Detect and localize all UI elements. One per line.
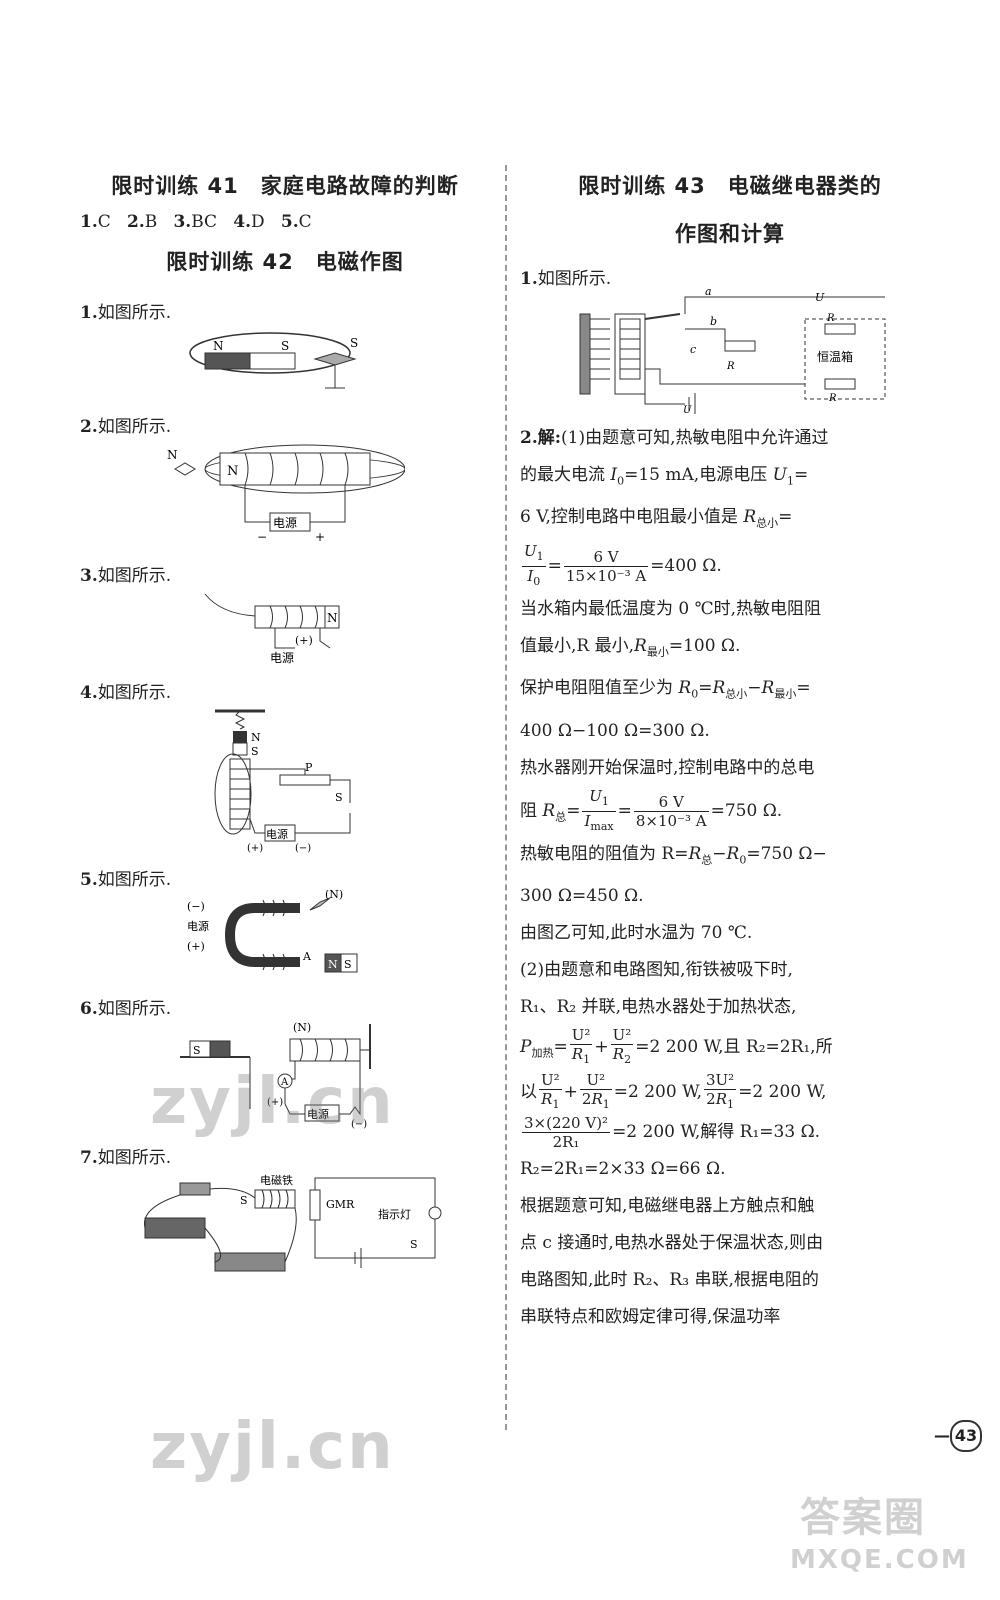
- item-4: 4.如图所示.: [80, 683, 172, 703]
- svg-text:电磁铁: 电磁铁: [260, 1174, 293, 1187]
- figure-43-1: a U b c R 恒温箱 R R U: [579, 289, 886, 414]
- svg-text:N: N: [251, 731, 261, 744]
- svg-text:b: b: [710, 315, 717, 328]
- svg-text:N: N: [328, 958, 338, 971]
- svg-text:U: U: [815, 291, 825, 304]
- figure-2: N N 电源 − +: [167, 444, 405, 544]
- svg-text:电源: 电源: [266, 827, 288, 841]
- figure-5: (−) 电源 (+) (N) A N S: [187, 890, 358, 973]
- svg-text:S: S: [281, 339, 289, 353]
- svg-text:N: N: [213, 339, 224, 353]
- svg-text:c: c: [690, 343, 696, 356]
- section-title-42: 限时训练 42 电磁作图: [166, 250, 404, 274]
- item-2: 2.如图所示.: [80, 417, 172, 437]
- svg-text:(+): (+): [187, 940, 205, 953]
- section-title-43-cont: 作图和计算: [675, 222, 785, 246]
- figure-7: 电磁铁 S GMR 指示灯 S: [143, 1174, 442, 1272]
- watermark-logo: 答案圈: [800, 1495, 926, 1541]
- solution-2: 2.解:(1)由题意可知,热敏电阻中允许通过 的最大电流 I0=15 mA,电源…: [520, 428, 833, 1328]
- svg-text:S: S: [251, 745, 259, 758]
- svg-text:(+): (+): [295, 634, 313, 647]
- svg-text:电源: 电源: [270, 651, 294, 665]
- svg-text:R: R: [828, 393, 837, 404]
- right-column: 限时训练 43 电磁继电器类的 作图和计算 1.如图所示. a U b c R …: [520, 160, 940, 1336]
- svg-text:R: R: [826, 313, 835, 324]
- svg-text:S: S: [410, 1238, 418, 1251]
- svg-text:恒温箱: 恒温箱: [817, 349, 853, 364]
- item-7: 7.如图所示.: [80, 1148, 172, 1168]
- svg-text:(N): (N): [293, 1021, 311, 1034]
- svg-text:S: S: [193, 1044, 201, 1057]
- svg-text:电源: 电源: [307, 1107, 329, 1121]
- svg-text:−: −: [257, 530, 267, 544]
- section-title-41: 限时训练 41 家庭电路故障的判断: [111, 174, 459, 198]
- svg-text:(−): (−): [351, 1119, 367, 1129]
- watermark: zyjl.cn: [150, 1065, 395, 1139]
- svg-text:P: P: [305, 761, 313, 774]
- item-5: 5.如图所示.: [80, 870, 172, 890]
- svg-text:(−): (−): [295, 843, 311, 853]
- svg-text:(+): (+): [247, 843, 263, 853]
- svg-text:(N): (N): [325, 890, 343, 901]
- svg-text:+: +: [315, 530, 325, 544]
- svg-text:S: S: [335, 791, 343, 804]
- svg-text:电源: 电源: [273, 516, 297, 530]
- figure-4: N S P S 电源 (+) (−): [214, 709, 351, 853]
- svg-text:N: N: [167, 448, 178, 462]
- svg-text:(+): (+): [267, 1097, 283, 1108]
- column-divider: [505, 165, 507, 1430]
- left-column: 限时训练 41 家庭电路故障的判断 1.C 2.B 3.BC 4.D 5.C 限…: [80, 160, 490, 1298]
- svg-text:GMR: GMR: [326, 1198, 355, 1211]
- svg-text:指示灯: 指示灯: [378, 1207, 411, 1221]
- svg-text:R: R: [726, 361, 735, 372]
- svg-text:N: N: [327, 611, 338, 625]
- watermark: zyjl.cn: [150, 1410, 395, 1484]
- svg-text:A: A: [302, 950, 312, 963]
- svg-text:a: a: [705, 289, 712, 298]
- figure-1: N S S: [189, 332, 358, 389]
- svg-text:电源: 电源: [187, 919, 209, 933]
- svg-text:N: N: [227, 464, 238, 479]
- svg-text:A: A: [280, 1077, 289, 1088]
- watermark-url: MXQE.COM: [790, 1545, 969, 1575]
- item-43-1: 1.如图所示.: [520, 269, 612, 289]
- item-1: 1.如图所示.: [80, 303, 172, 323]
- page-number: —43: [934, 1420, 982, 1452]
- svg-text:S: S: [344, 958, 352, 971]
- svg-text:(−): (−): [187, 900, 205, 913]
- answers-41: 1.C 2.B 3.BC 4.D 5.C: [80, 212, 312, 232]
- item-6: 6.如图所示.: [80, 999, 172, 1019]
- svg-text:S: S: [240, 1194, 248, 1207]
- figure-3: N (+) 电源: [204, 593, 340, 665]
- figure-6: (N) S A 电源 (+) (−): [180, 1021, 371, 1129]
- section-title-43: 限时训练 43 电磁继电器类的: [578, 174, 882, 198]
- svg-text:S: S: [350, 336, 358, 350]
- svg-text:U: U: [683, 405, 692, 414]
- item-3: 3.如图所示.: [80, 566, 172, 586]
